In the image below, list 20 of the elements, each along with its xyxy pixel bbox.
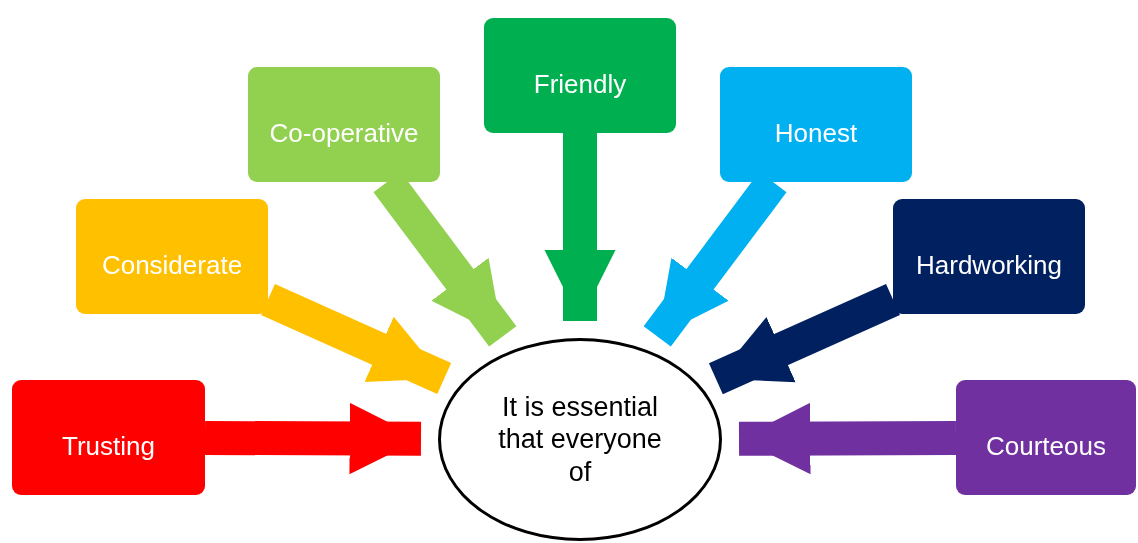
quality-box bbox=[12, 380, 205, 495]
quality-label: Friendly bbox=[533, 69, 627, 100]
quality-box bbox=[956, 380, 1136, 495]
quality-box bbox=[248, 67, 440, 182]
block-arrow bbox=[204, 402, 422, 475]
quality-label: Hardworking bbox=[916, 250, 1062, 281]
quality-label: Co-operative bbox=[269, 118, 419, 149]
quality-box bbox=[76, 199, 268, 314]
block-arrow bbox=[261, 284, 452, 395]
quality-label: Honest bbox=[774, 118, 858, 149]
block-arrow bbox=[544, 133, 616, 321]
block-arrow bbox=[708, 283, 900, 395]
block-arrow bbox=[738, 402, 957, 475]
quality-box bbox=[484, 18, 676, 133]
quality-label: Courteous bbox=[986, 431, 1106, 462]
quality-label: Considerate bbox=[101, 250, 243, 281]
center-text: It is essential that everyone of bbox=[497, 390, 663, 489]
quality-box bbox=[720, 67, 912, 182]
quality-label: Trusting bbox=[62, 431, 155, 462]
quality-box bbox=[893, 199, 1085, 314]
